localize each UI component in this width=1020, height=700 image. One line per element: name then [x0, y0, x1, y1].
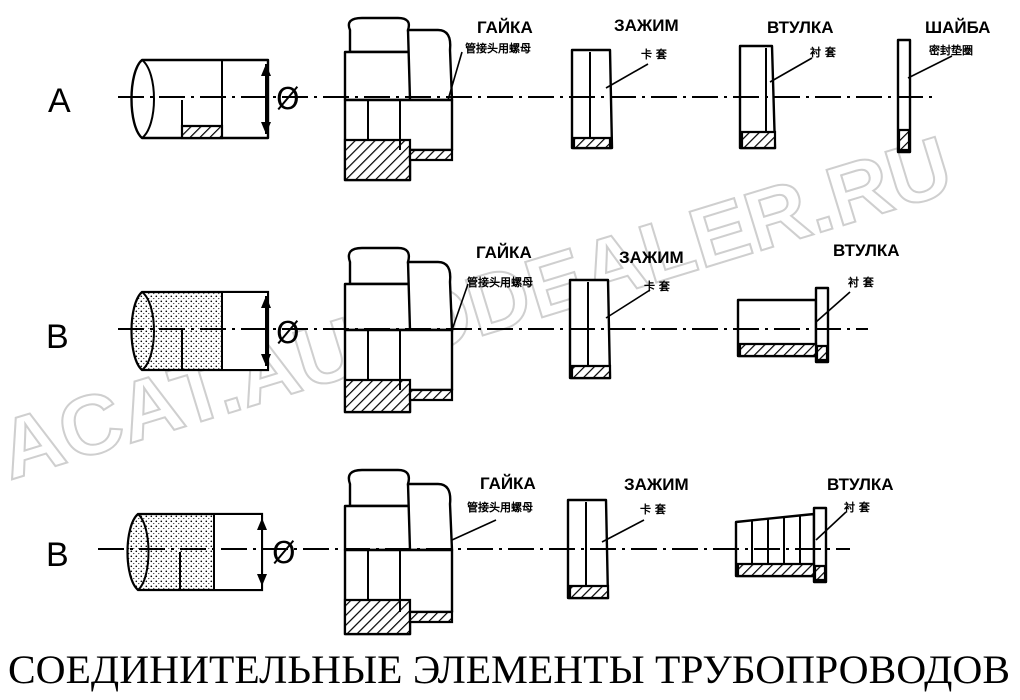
row-b: B Ø: [46, 241, 900, 414]
nut-cn-label: 管接头用螺母: [467, 500, 533, 514]
pipe-end: [130, 290, 270, 372]
nut-cn-label: 管接头用螺母: [465, 41, 531, 55]
leader-lines: [451, 283, 851, 331]
clamp-ring: [566, 498, 610, 600]
leader-lines: [451, 511, 847, 543]
nut-cn-label: 管接头用螺母: [467, 275, 533, 289]
bushing-cn-label: 衬 套: [848, 275, 875, 289]
row-label: A: [48, 82, 71, 120]
bushing-label: ВТУЛКА: [833, 241, 900, 260]
bushing-cn-label: 衬 套: [810, 45, 837, 59]
bushing-label: ВТУЛКА: [767, 18, 834, 37]
washer-cn-label: 密封垫圈: [929, 43, 973, 57]
clamp-ring: [570, 48, 614, 150]
nut-label: ГАЙКА: [476, 243, 532, 262]
diameter-dimension: Ø: [257, 518, 296, 586]
bushing: [736, 286, 830, 364]
nut-label: ГАЙКА: [477, 18, 533, 37]
diameter-symbol: Ø: [276, 82, 300, 117]
clamp-cn-label: 卡 套: [640, 502, 667, 516]
bushing-ribbed: [734, 506, 828, 584]
nut-label: ГАЙКА: [480, 474, 536, 493]
pipe-end: [126, 512, 264, 592]
bushing-label: ВТУЛКА: [827, 475, 894, 494]
clamp-label: ЗАЖИМ: [624, 475, 689, 494]
clamp-cn-label: 卡 套: [644, 279, 671, 293]
washer-label: ШАЙБА: [925, 18, 990, 37]
diameter-symbol: Ø: [276, 316, 300, 351]
bushing-cn-label: 衬 套: [844, 500, 871, 514]
diameter-dimension: Ø: [261, 64, 300, 134]
row-label: B: [46, 536, 69, 574]
leader-lines: [447, 51, 953, 101]
row-a: A Ø: [48, 16, 990, 182]
diagram-title: СОЕДИНИТЕЛЬНЫЕ ЭЛЕМЕНТЫ ТРУБОПРОВОДОВ: [8, 647, 1010, 692]
clamp-label: ЗАЖИМ: [619, 248, 684, 267]
clamp-cn-label: 卡 套: [641, 47, 668, 61]
pipe-end: [130, 58, 270, 140]
diameter-dimension: Ø: [261, 296, 300, 366]
nut: [343, 468, 454, 636]
row-b-second: B Ø: [46, 468, 894, 636]
clamp-label: ЗАЖИМ: [614, 16, 679, 35]
diameter-symbol: Ø: [272, 536, 296, 571]
row-label: B: [46, 318, 69, 356]
nut: [343, 16, 454, 182]
nut: [343, 246, 454, 414]
